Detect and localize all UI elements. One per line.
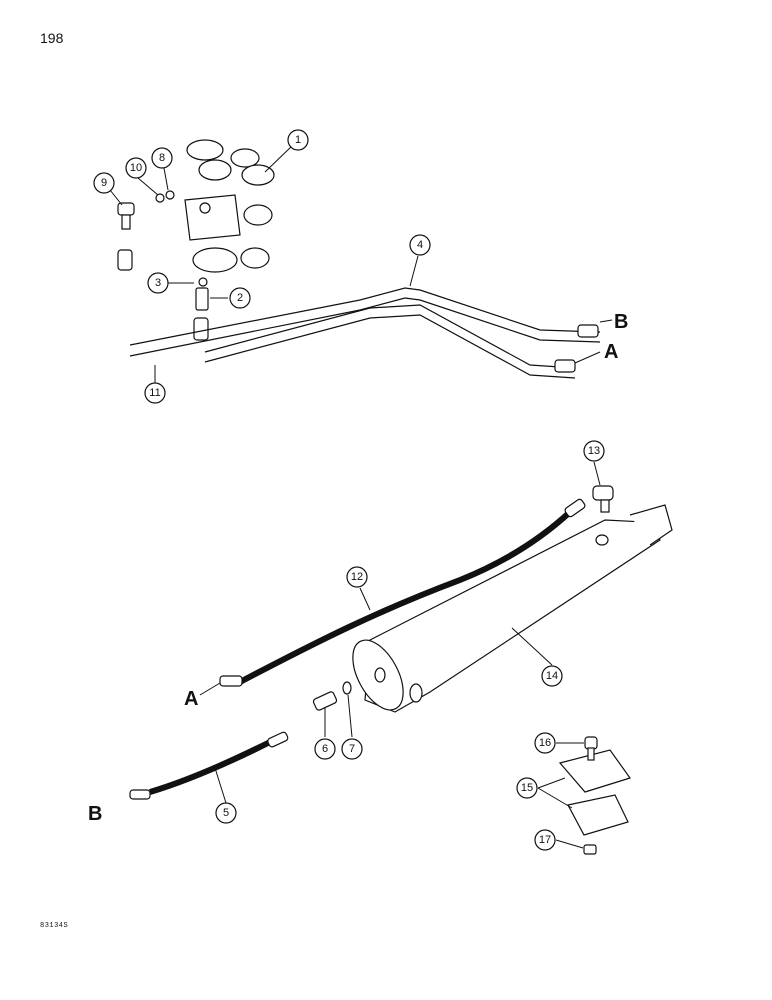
callout-17: 17 [534,829,556,851]
port-label-b-upper: B [614,311,628,333]
svg-text:10: 10 [130,162,142,174]
svg-text:8: 8 [159,152,165,164]
callout-15: 15 [516,777,538,799]
valve-block [184,139,275,273]
callout-9: 9 [93,172,115,194]
callout-16: 16 [534,732,556,754]
cylinder-14 [352,504,673,713]
callout-13: 13 [583,440,605,462]
tube-4 [129,287,601,357]
tube-11 [204,304,576,379]
o-ring-7 [342,681,352,695]
svg-text:14: 14 [546,670,558,682]
fitting-6 [312,691,338,711]
callout-1: 1 [287,129,309,151]
callout-7: 7 [341,738,363,760]
port-label-a-upper: A [604,341,618,363]
callout-2: 2 [229,287,251,309]
svg-text:12: 12 [351,571,363,583]
callout-4: 4 [409,234,431,256]
callout-8: 8 [151,147,173,169]
port-label-a-lower: A [184,688,198,710]
callout-14: 14 [541,665,563,687]
callout-10: 10 [125,157,147,179]
svg-text:3: 3 [155,277,161,289]
page-number: 198 [40,30,64,46]
callout-5: 5 [215,802,237,824]
figure-code: 83134S [40,922,69,930]
svg-text:2: 2 [237,292,243,304]
nut-17 [583,844,597,855]
svg-text:16: 16 [539,737,551,749]
callout-11: 11 [144,382,166,404]
port-label-b-lower: B [88,803,102,825]
svg-text:17: 17 [539,834,551,846]
fitting-13 [592,485,614,513]
leader-lines [109,144,613,849]
hose-12 [219,498,586,687]
svg-text:4: 4 [417,239,423,251]
callout-6: 6 [314,738,336,760]
svg-text:1: 1 [295,134,301,146]
bolt-16 [584,736,598,761]
svg-text:15: 15 [521,782,533,794]
hose-5 [129,731,289,800]
callout-3: 3 [147,272,169,294]
svg-text:6: 6 [322,743,328,755]
clamp-15 [558,749,631,836]
svg-text:9: 9 [101,177,107,189]
svg-text:13: 13 [588,445,600,457]
svg-text:11: 11 [149,387,160,399]
svg-text:5: 5 [223,807,229,819]
svg-text:7: 7 [349,743,355,755]
fitting-9 [117,202,135,271]
fitting-2 [193,277,209,341]
o-rings-8-10 [155,190,175,203]
callout-12: 12 [346,566,368,588]
